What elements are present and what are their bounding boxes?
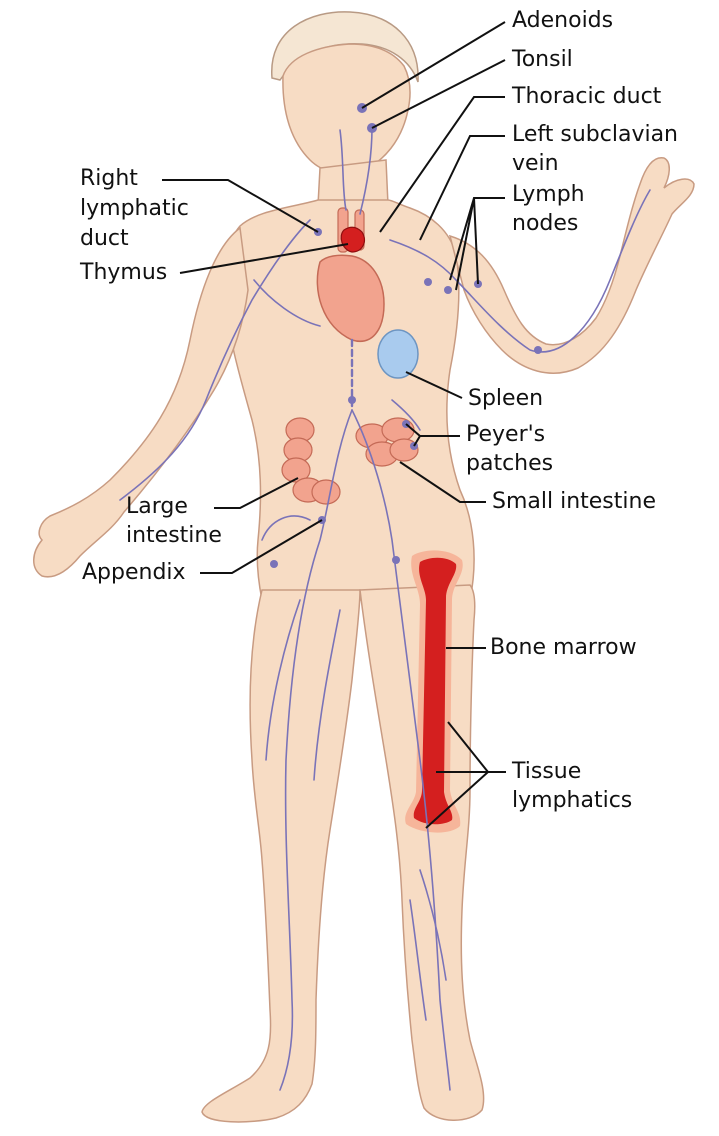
- label-spleen: Spleen: [468, 384, 543, 413]
- label-peyers-patches-line1: Peyer's: [466, 420, 545, 449]
- neck: [318, 160, 388, 205]
- thymus: [341, 227, 364, 252]
- label-right-lymphatic-duct-line2: lymphatic: [80, 194, 189, 223]
- label-bone-marrow: Bone marrow: [490, 633, 637, 662]
- label-right-lymphatic-duct-line1: Right: [80, 164, 138, 193]
- head: [283, 44, 410, 174]
- label-peyers-patches-line2: patches: [466, 449, 553, 478]
- label-lymph-nodes-line1: Lymph: [512, 180, 585, 209]
- right-leg: [202, 590, 360, 1122]
- label-small-intestine: Small intestine: [492, 487, 656, 516]
- label-left-subclavian-vein-line2: vein: [512, 149, 559, 178]
- label-large-intestine-line2: intestine: [126, 521, 222, 550]
- label-lymph-nodes-line2: nodes: [512, 209, 578, 238]
- label-appendix: Appendix: [82, 558, 186, 587]
- label-left-subclavian-vein-line1: Left subclavian: [512, 120, 678, 149]
- label-thymus: Thymus: [80, 258, 167, 287]
- label-thoracic-duct: Thoracic duct: [512, 82, 661, 111]
- label-tissue-lymphatics-line2: lymphatics: [512, 786, 632, 815]
- label-tissue-lymphatics-line1: Tissue: [512, 757, 581, 786]
- label-adenoids: Adenoids: [512, 6, 613, 35]
- label-tonsil: Tonsil: [512, 45, 573, 74]
- spleen: [378, 330, 418, 378]
- label-large-intestine-line1: Large: [126, 492, 188, 521]
- label-right-lymphatic-duct-line3: duct: [80, 224, 129, 253]
